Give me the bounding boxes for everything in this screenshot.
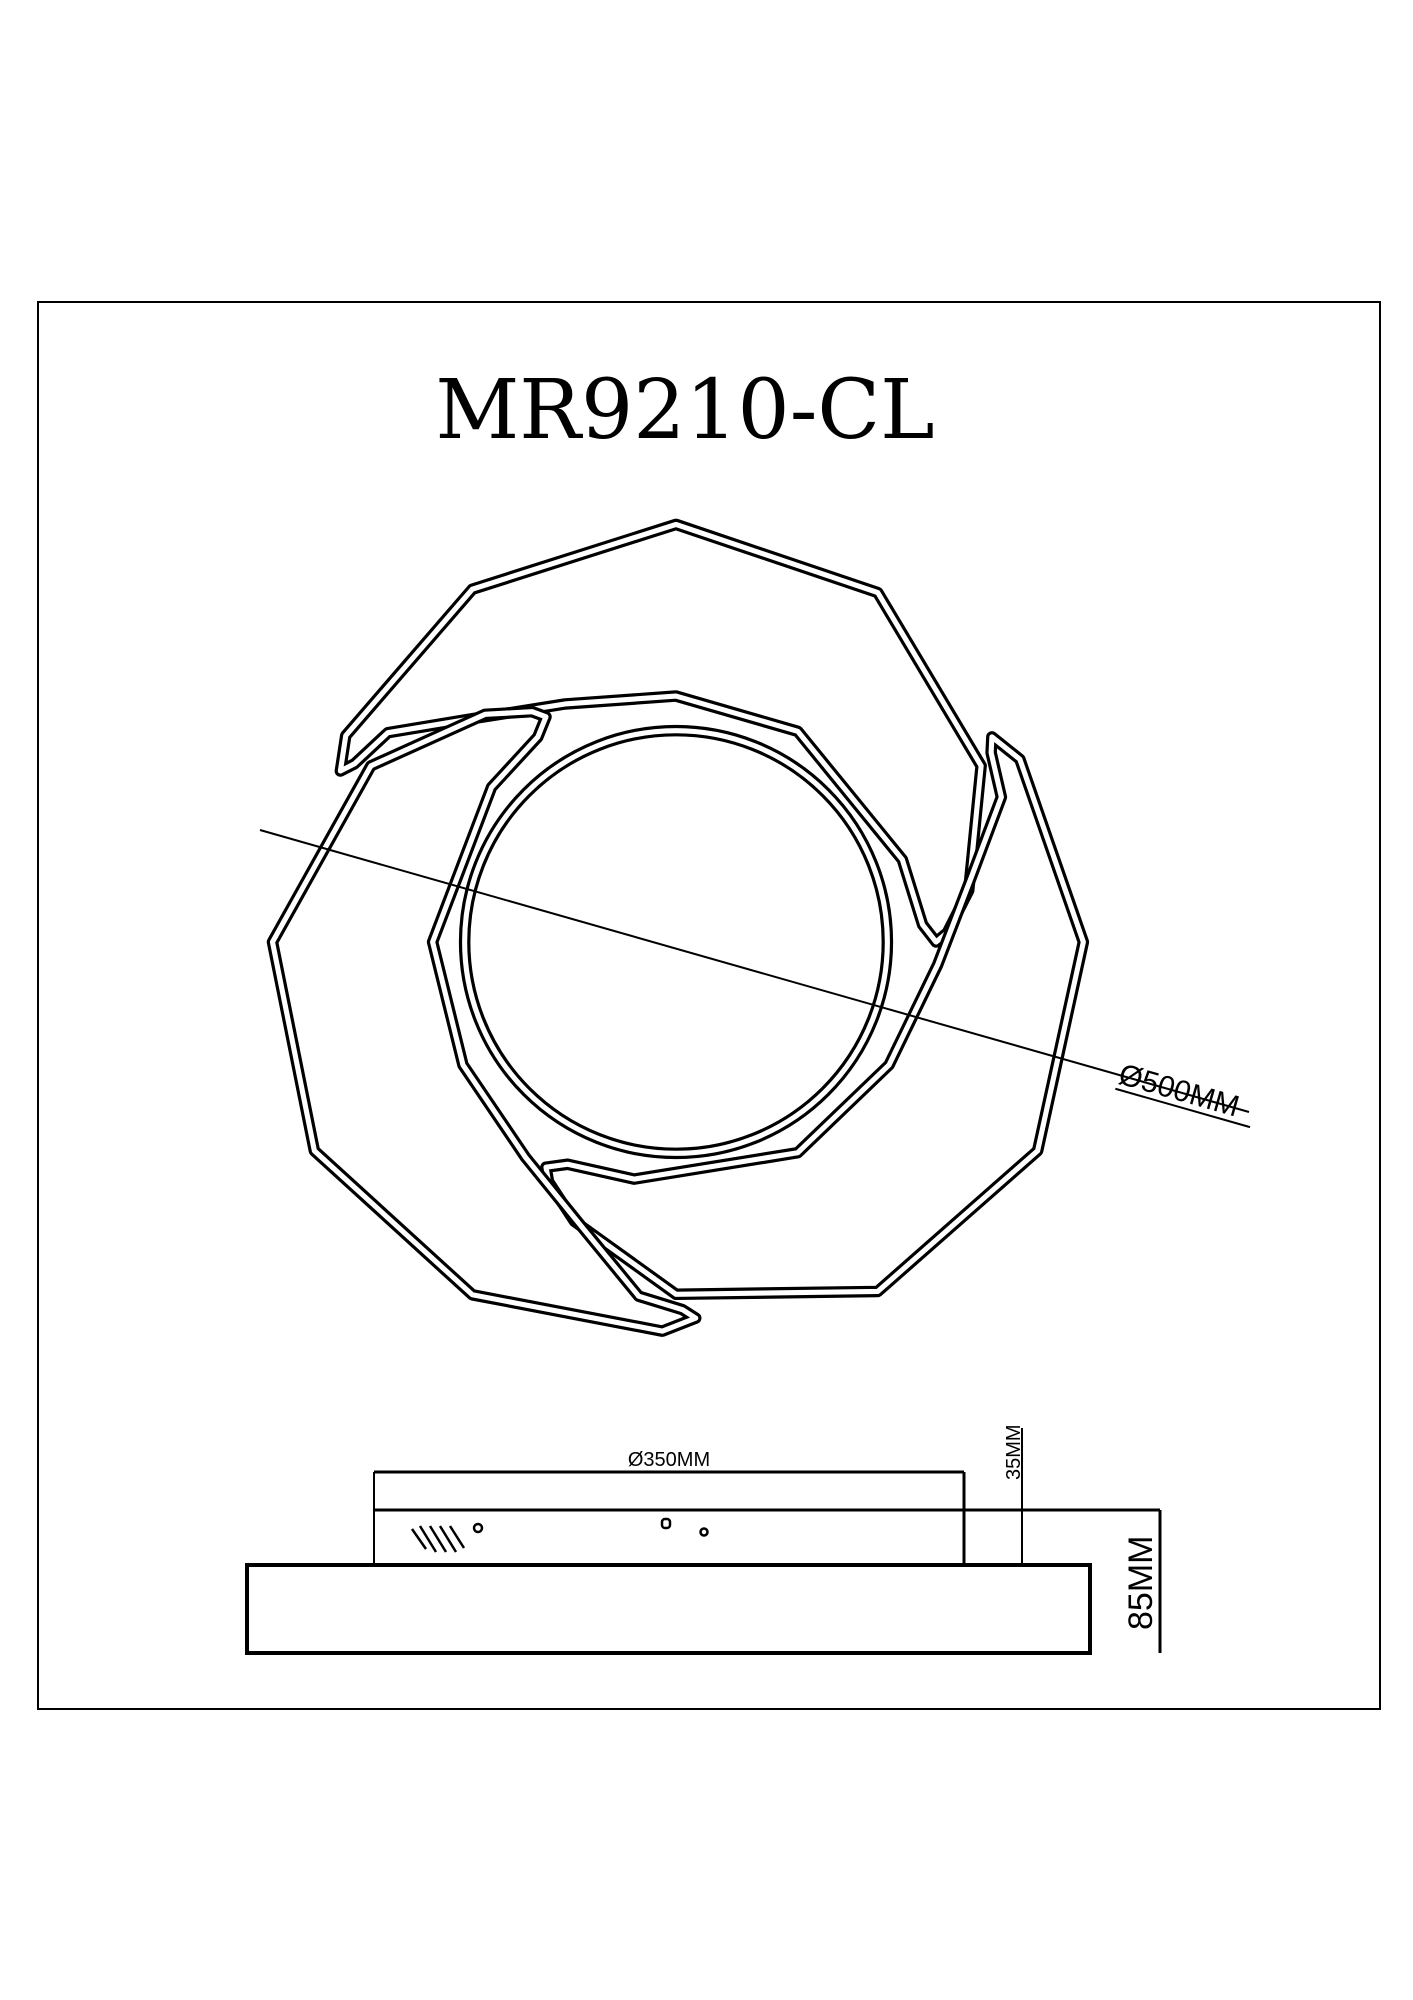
model-title: MR9210-CL xyxy=(435,363,934,458)
drawing-frame xyxy=(37,301,1381,1710)
canopy-height-label: 35MM xyxy=(1003,1424,1025,1480)
swirl-arm-2 xyxy=(543,734,1086,1297)
small-hole-icon xyxy=(699,1527,709,1537)
screw-hole-icon xyxy=(660,1517,672,1530)
side-view xyxy=(245,1428,1162,1655)
swirl-arm-2 xyxy=(540,731,1090,1301)
diameter-label: Ø500MM xyxy=(1115,1058,1243,1124)
total-height-label: 85MM xyxy=(1122,1536,1160,1630)
lamp-body-profile xyxy=(245,1563,1092,1655)
base-diameter-label: Ø350MM xyxy=(628,1449,710,1471)
center-ring-inner xyxy=(462,728,890,1156)
diameter-label-underline xyxy=(1115,1087,1251,1129)
spring-icon xyxy=(410,1522,484,1553)
top-view xyxy=(266,518,1090,1337)
diameter-dimension-line xyxy=(259,829,1250,1113)
swirl-arm-3 xyxy=(269,709,699,1334)
